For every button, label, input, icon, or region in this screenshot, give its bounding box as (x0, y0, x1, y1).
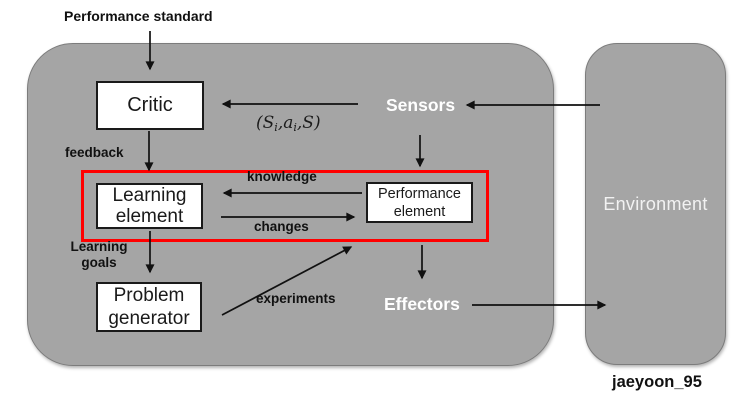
performance-element-box: Performance element (366, 182, 473, 223)
tuple-sub2: i (293, 121, 297, 134)
learning-goals-label: Learning goals (70, 239, 128, 270)
performance-standard-label: Performance standard (64, 8, 213, 24)
knowledge-label: knowledge (247, 169, 317, 184)
changes-label: changes (254, 219, 309, 234)
learning-element-box: Learning element (96, 183, 203, 229)
critic-box: Critic (96, 81, 204, 130)
effectors-label: Effectors (384, 294, 460, 314)
problem-generator-box: Problem generator (96, 282, 202, 332)
environment-label: Environment (603, 193, 708, 214)
percept-tuple-label: (Si,ai,S) (256, 113, 321, 134)
watermark-text: jaeyoon_95 (612, 373, 702, 391)
tuple-close: ,S) (296, 113, 321, 133)
tuple-mid: ,a (277, 113, 294, 133)
tuple-open: (S (256, 113, 275, 133)
feedback-label: feedback (65, 145, 124, 160)
sensors-label: Sensors (386, 95, 456, 115)
environment-shape: Environment (585, 43, 726, 365)
highlight-rectangle (81, 170, 489, 242)
experiments-label: experiments (256, 291, 336, 306)
tuple-sub1: i (274, 121, 278, 134)
